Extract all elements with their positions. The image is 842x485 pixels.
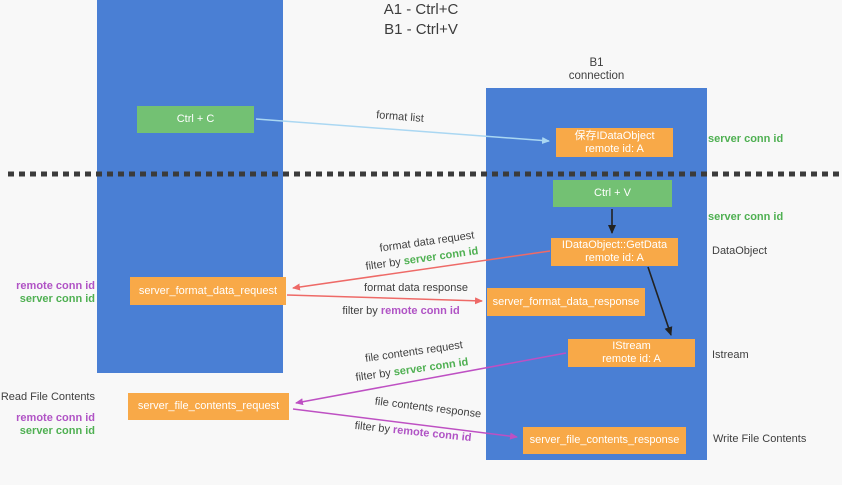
node-save-dataobject-line1: 保存IDataObject	[574, 129, 655, 142]
lane-b1-role: connection	[568, 70, 625, 82]
node-server-format-data-request-label: server_format_data_request	[138, 284, 278, 297]
side-label-server-conn-id-top: server conn id	[708, 133, 784, 145]
lane-header-b1: B1 connection	[486, 57, 707, 83]
side-label-remote-conn-id-1: remote conn id	[16, 280, 95, 292]
arrow-label-filter-remote-conn-id-1: filter by remote conn id	[342, 305, 459, 317]
side-label-dataobject: DataObject	[712, 245, 768, 257]
side-label-istream: Istream	[712, 349, 749, 361]
filter-by-text: filter by	[364, 255, 405, 273]
node-getdata: IDataObject::GetData remote id: A	[551, 238, 678, 266]
server-conn-id-text: server conn id	[392, 356, 470, 379]
node-istream: IStream remote id: A	[568, 339, 695, 367]
side-label-server-conn-id-left-1: server conn id	[19, 293, 95, 305]
node-ctrl-c: Ctrl + C	[137, 106, 254, 133]
format-data-response-arrow	[286, 294, 483, 305]
node-server-format-data-request: server_format_data_request	[130, 277, 286, 305]
node-getdata-line1: IDataObject::GetData	[561, 239, 668, 251]
node-save-dataobject: 保存IDataObject remote id: A	[556, 128, 673, 157]
node-server-file-contents-response-label: server_file_contents_response	[529, 434, 680, 446]
side-label-server-conn-id-mid: server conn id	[708, 211, 784, 223]
remote-conn-id-text: remote conn id	[392, 423, 472, 445]
filter-by-text: filter by	[354, 419, 394, 436]
node-istream-line1: IStream	[612, 340, 651, 352]
diagram-title: A1 - Ctrl+C B1 - Ctrl+V	[0, 0, 842, 40]
filter-by-text: filter by	[354, 366, 395, 384]
arrow-label-file-contents-response: file contents response	[374, 395, 482, 421]
node-save-dataobject-line2: remote id: A	[585, 142, 644, 155]
node-server-format-data-response-label: server_format_data_response	[492, 295, 640, 308]
lane-b1-name: B1	[589, 57, 604, 69]
arrow-label-format-data-response: format data response	[364, 282, 468, 294]
side-label-write-file-contents: Write File Contents	[713, 433, 807, 445]
title-line-1: A1 - Ctrl+C	[383, 1, 459, 18]
node-server-file-contents-response: server_file_contents_response	[523, 427, 686, 454]
node-server-format-data-response: server_format_data_response	[487, 288, 645, 316]
node-server-file-contents-request-label: server_file_contents_request	[137, 400, 280, 412]
node-server-file-contents-request: server_file_contents_request	[128, 393, 289, 420]
node-istream-line2: remote id: A	[602, 353, 661, 365]
remote-conn-id-text: remote conn id	[380, 305, 460, 317]
arrow-label-filter-remote-conn-id-2: filter by remote conn id	[354, 420, 472, 444]
node-ctrl-v: Ctrl + V	[553, 180, 672, 207]
node-getdata-line2: remote id: A	[585, 252, 644, 264]
side-label-server-conn-id-left-2: server conn id	[19, 425, 95, 437]
side-label-read-file-contents: Read File Contents	[0, 391, 95, 403]
lane-a1	[97, 0, 283, 373]
side-label-remote-conn-id-2: remote conn id	[16, 412, 95, 424]
node-ctrl-v-label: Ctrl + V	[594, 187, 631, 199]
arrow-label-format-list: format list	[375, 109, 425, 125]
filter-by-text: filter by	[342, 305, 381, 317]
node-ctrl-c-label: Ctrl + C	[176, 113, 215, 125]
title-line-2: B1 - Ctrl+V	[384, 21, 458, 38]
